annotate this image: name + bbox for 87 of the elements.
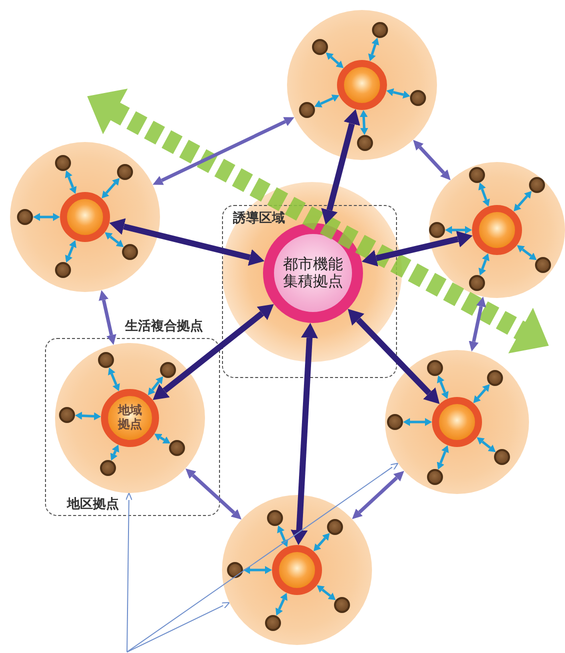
satellite-dot <box>469 275 485 291</box>
leader-line <box>126 602 230 652</box>
satellite-dot <box>267 510 283 526</box>
satellite-dot <box>55 262 71 278</box>
core-circle <box>472 205 522 255</box>
double-arrow <box>386 88 410 98</box>
double-arrow <box>104 232 124 248</box>
satellite-dot <box>529 177 545 193</box>
double-arrow <box>109 218 264 266</box>
double-arrow <box>154 434 170 444</box>
double-arrow <box>360 110 368 135</box>
double-arrow <box>277 525 288 547</box>
double-arrow <box>478 253 490 276</box>
node-label: 誘導区域 <box>233 210 285 227</box>
double-arrow <box>403 418 432 426</box>
satellite-dot <box>100 460 116 476</box>
satellite-dot <box>122 244 138 260</box>
double-arrow <box>476 437 496 452</box>
double-arrow <box>33 213 60 221</box>
double-arrow <box>314 94 340 108</box>
double-arrow <box>148 376 164 396</box>
satellite-dot <box>98 352 114 368</box>
double-arrow <box>108 367 120 392</box>
double-arrow <box>514 190 532 212</box>
core-circle <box>337 60 387 110</box>
node-label: 都市機能集積拠点 <box>282 256 344 290</box>
double-arrow <box>445 226 472 234</box>
double-arrow <box>110 444 120 461</box>
double-arrow <box>276 592 288 616</box>
core-circle <box>272 545 322 595</box>
satellite-dot <box>387 414 403 430</box>
double-arrow <box>352 470 404 520</box>
double-arrow <box>152 117 294 185</box>
double-arrow <box>362 230 473 266</box>
core-circle <box>432 397 482 447</box>
satellite-dot <box>117 164 133 180</box>
satellite-dot <box>312 39 328 55</box>
double-arrow <box>64 170 77 194</box>
double-arrow <box>65 240 76 263</box>
double-arrow <box>102 178 120 198</box>
double-arrow <box>348 308 440 404</box>
satellite-dot <box>334 597 350 613</box>
double-arrow <box>326 52 344 68</box>
satellite-dot <box>227 562 243 578</box>
satellite-dot <box>265 615 281 631</box>
leader-line <box>125 492 132 652</box>
satellite-dot <box>59 407 75 423</box>
node-label: 生活複合拠点 <box>125 318 203 335</box>
satellite-dot <box>535 257 551 273</box>
double-arrow <box>413 140 451 180</box>
satellite-dot <box>372 22 388 38</box>
double-arrow <box>468 296 486 352</box>
double-arrow <box>478 182 490 206</box>
double-arrow <box>316 585 336 600</box>
satellite-dot <box>469 167 485 183</box>
satellite-dot <box>487 370 503 386</box>
double-arrow <box>516 245 537 260</box>
double-arrow <box>314 532 330 552</box>
double-arrow <box>368 38 380 62</box>
double-arrow <box>98 290 116 345</box>
satellite-dot <box>299 102 315 118</box>
double-arrow <box>436 375 449 399</box>
leader-line <box>126 462 398 652</box>
double-arrow <box>436 445 449 470</box>
satellite-dot <box>160 362 176 378</box>
double-arrow <box>243 566 272 574</box>
dashed-area <box>222 205 397 378</box>
satellite-dot <box>17 209 33 225</box>
satellite-dot <box>327 519 343 535</box>
core-circle <box>101 389 159 447</box>
double-arrow <box>473 384 490 404</box>
satellite-dot <box>357 135 373 151</box>
core-circle <box>60 192 110 242</box>
satellite-dot <box>55 155 71 171</box>
satellite-dot <box>169 440 185 456</box>
double-arrow <box>75 412 101 420</box>
node-label: 地区拠点 <box>67 496 119 513</box>
satellite-dot <box>410 90 426 106</box>
satellite-dot <box>427 469 443 485</box>
double-arrow <box>186 468 242 520</box>
double-arrow <box>290 322 318 546</box>
node-label: 地域拠点 <box>117 404 143 432</box>
satellite-dot <box>494 449 510 465</box>
double-arrow <box>152 304 274 400</box>
double-arrow <box>321 109 360 225</box>
satellite-dot <box>429 222 445 238</box>
satellite-dot <box>427 360 443 376</box>
